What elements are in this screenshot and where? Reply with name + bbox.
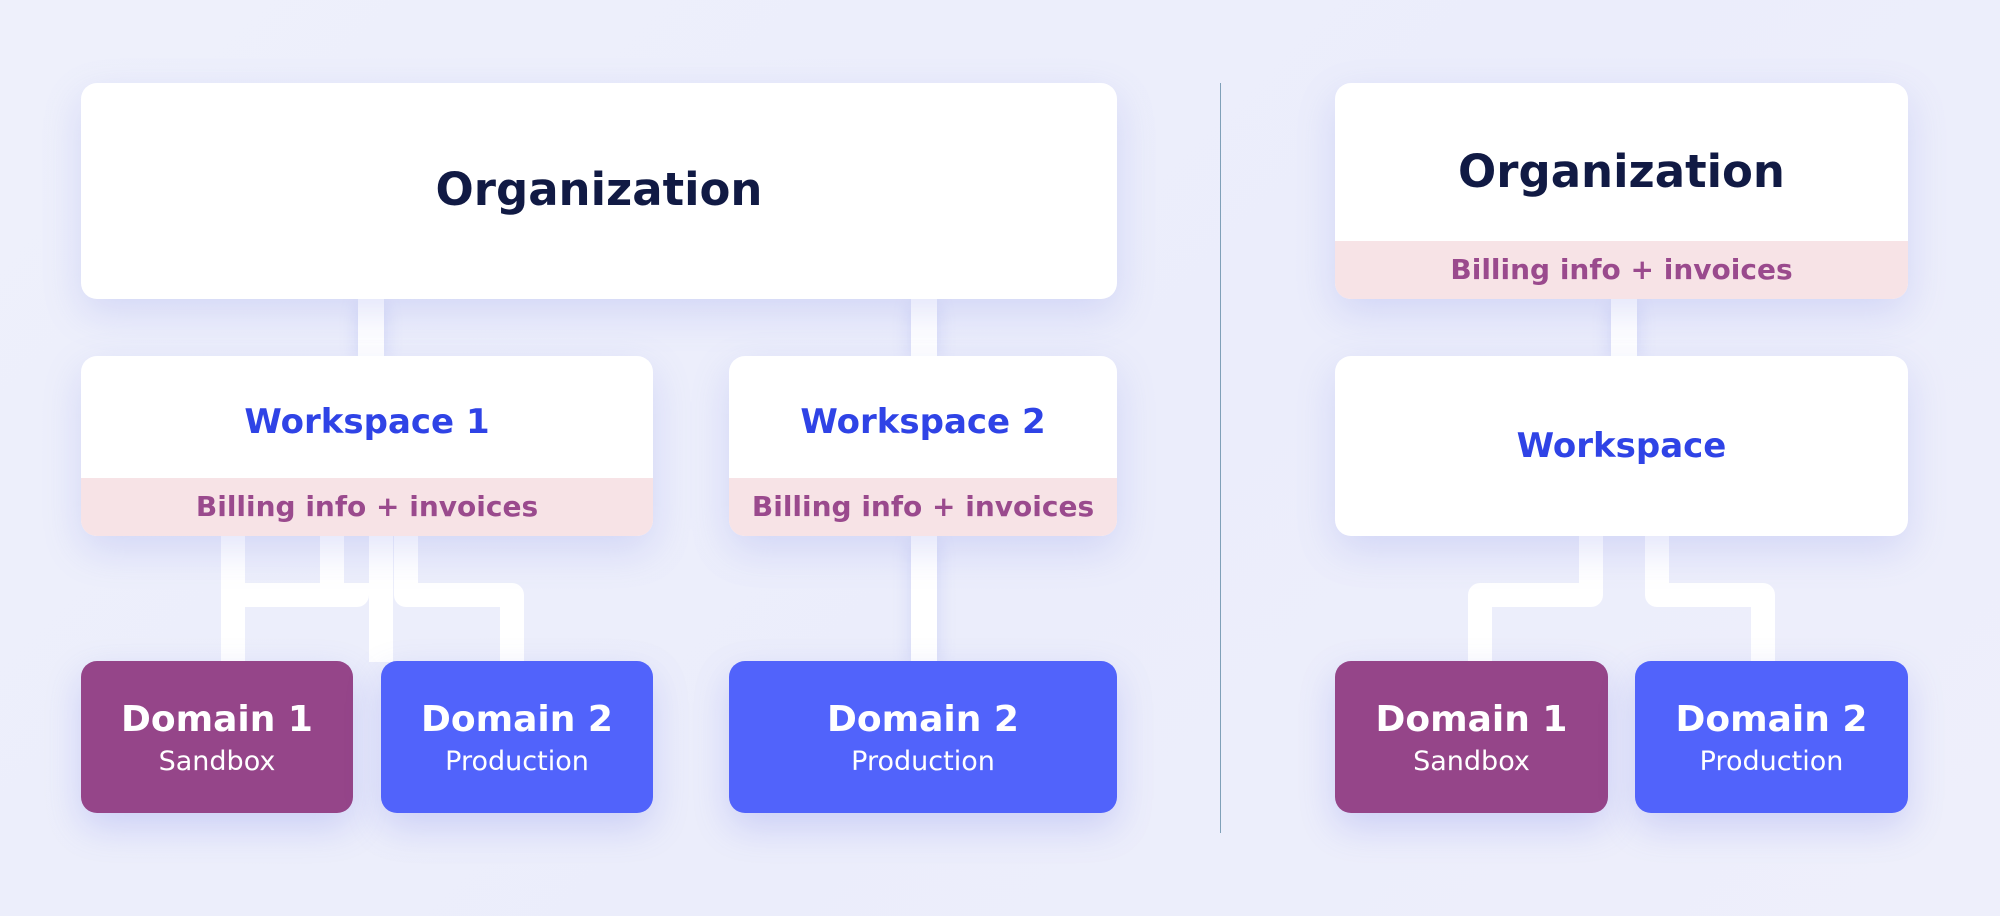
left-domain-1-sandbox: Domain 1 Sandbox bbox=[81, 661, 353, 813]
connector-org-ws1 bbox=[358, 298, 384, 356]
workspace-2-billing: Billing info + invoices bbox=[729, 478, 1117, 536]
domain-name: Domain 1 bbox=[121, 699, 313, 740]
organization-title: Organization bbox=[435, 163, 763, 216]
workspace-1-title: Workspace 1 bbox=[244, 402, 490, 442]
connector-org-workspace bbox=[1611, 298, 1637, 356]
connector-workspace-domain2-bottom bbox=[1751, 585, 1775, 662]
left-workspace-2-domain-production: Domain 2 Production bbox=[729, 661, 1117, 813]
domain-name: Domain 2 bbox=[421, 699, 613, 740]
right-workspace-card: Workspace bbox=[1335, 356, 1908, 536]
section-divider bbox=[1220, 83, 1221, 833]
domain-name: Domain 1 bbox=[1375, 699, 1568, 740]
workspace-1-billing: Billing info + invoices bbox=[81, 478, 653, 536]
left-domain-2-production: Domain 2 Production bbox=[381, 661, 653, 813]
organization-billing: Billing info + invoices bbox=[1335, 241, 1908, 299]
domain-name: Domain 2 bbox=[827, 699, 1019, 740]
right-domain-2-production: Domain 2 Production bbox=[1635, 661, 1908, 813]
connector-ws1-domain1-horizontal bbox=[221, 583, 369, 607]
domain-environment: Sandbox bbox=[1413, 746, 1530, 777]
connector-org-ws2 bbox=[911, 298, 937, 356]
connector-workspace-domain1-bottom bbox=[1468, 585, 1492, 662]
workspace-1-card: Workspace 1 Billing info + invoices bbox=[81, 356, 653, 536]
workspace-title: Workspace bbox=[1516, 426, 1727, 466]
domain-environment: Sandbox bbox=[158, 746, 276, 777]
connector-ws1-domain2-bottom bbox=[500, 585, 524, 662]
connector-ws1-domain1-bottom bbox=[221, 585, 245, 662]
organization-card: Organization bbox=[81, 83, 1117, 299]
right-organization-card: Organization Billing info + invoices bbox=[1335, 83, 1908, 299]
domain-name: Domain 2 bbox=[1675, 699, 1868, 740]
organization-title: Organization bbox=[1458, 145, 1785, 198]
domain-environment: Production bbox=[1699, 746, 1844, 777]
domain-environment: Production bbox=[851, 746, 995, 777]
connector-ws1-domain1-top bbox=[320, 535, 344, 605]
right-domain-1-sandbox: Domain 1 Sandbox bbox=[1335, 661, 1608, 813]
workspace-2-title: Workspace 2 bbox=[800, 402, 1046, 442]
connector-ws2-domain bbox=[911, 535, 937, 661]
workspace-2-card: Workspace 2 Billing info + invoices bbox=[729, 356, 1117, 536]
domain-environment: Production bbox=[445, 746, 589, 777]
